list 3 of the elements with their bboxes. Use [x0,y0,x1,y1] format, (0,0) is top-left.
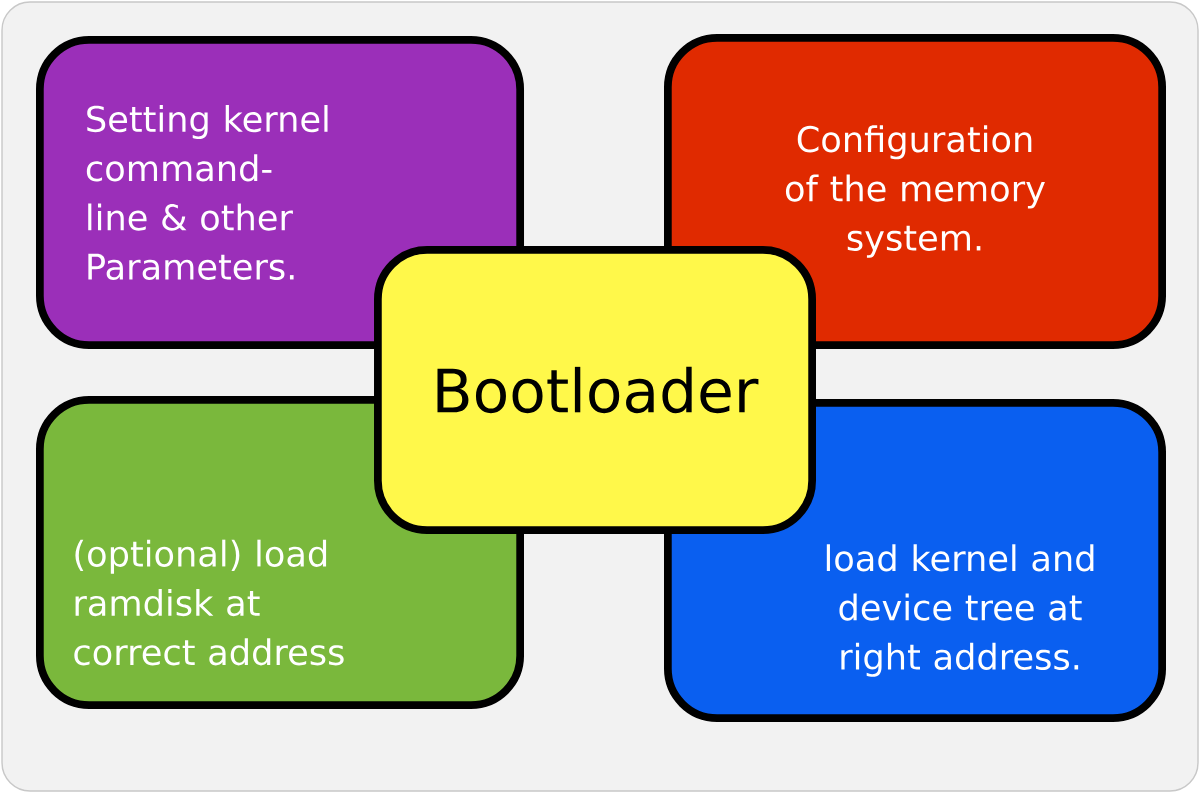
note-box: Setting kernel command-line & other Parameters. [36,36,524,349]
note-box: Configuration of the memory system. [664,34,1166,349]
title-box: Bootloader [374,246,816,534]
